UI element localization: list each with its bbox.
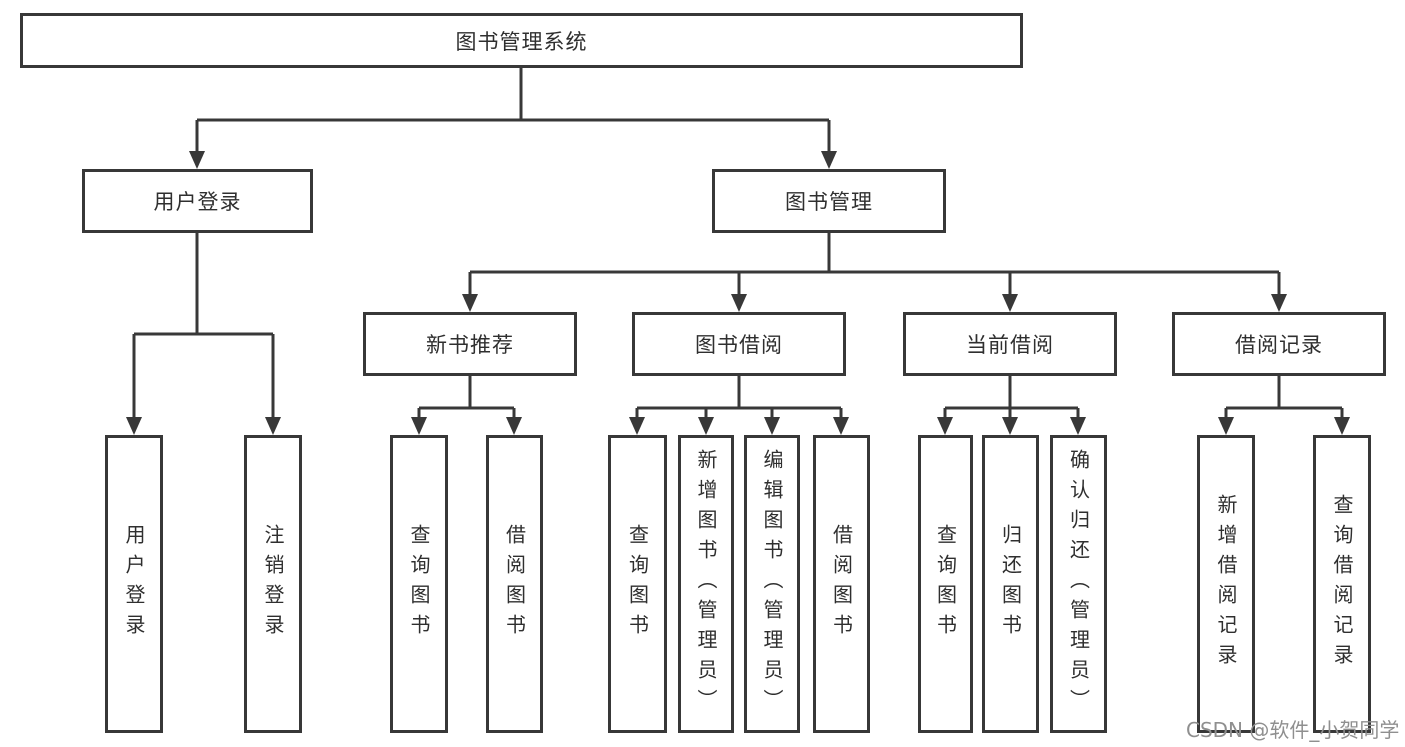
node-current-borrowing: 当前借阅 bbox=[903, 312, 1117, 376]
node-label: 图书借阅 bbox=[695, 333, 783, 357]
node-label: 查询图书 bbox=[933, 524, 958, 644]
node-label: 查询图书 bbox=[407, 524, 431, 644]
leaf-confirm-return-admin: 确认归还（管理员） bbox=[1050, 435, 1107, 733]
leaf-user-login: 用户登录 bbox=[105, 435, 163, 733]
node-label: 借阅图书 bbox=[829, 524, 854, 644]
node-label: 用户登录 bbox=[153, 190, 242, 214]
leaf-borrow-books-recommend: 借阅图书 bbox=[486, 435, 543, 733]
leaf-edit-books-admin: 编辑图书（管理员） bbox=[744, 435, 800, 733]
node-label: 编辑图书（管理员） bbox=[760, 449, 784, 719]
leaf-query-books-recommend: 查询图书 bbox=[390, 435, 448, 733]
node-label: 借阅图书 bbox=[502, 524, 527, 644]
node-library-management-system: 图书管理系统 bbox=[20, 13, 1023, 68]
node-label: 新增图书（管理员） bbox=[694, 449, 718, 719]
leaf-add-borrow-record: 新增借阅记录 bbox=[1197, 435, 1255, 733]
node-new-book-recommend: 新书推荐 bbox=[363, 312, 577, 376]
node-borrowing-records: 借阅记录 bbox=[1172, 312, 1386, 376]
node-label: 确认归还（管理员） bbox=[1066, 449, 1091, 719]
node-label: 新增借阅记录 bbox=[1214, 494, 1238, 674]
node-label: 图书管理系统 bbox=[455, 29, 588, 54]
leaf-logout: 注销登录 bbox=[244, 435, 302, 733]
node-label: 图书管理 bbox=[785, 190, 873, 214]
leaf-borrow-books-borrowing: 借阅图书 bbox=[813, 435, 870, 733]
leaf-add-books-admin: 新增图书（管理员） bbox=[678, 435, 734, 733]
node-book-borrowing: 图书借阅 bbox=[632, 312, 846, 376]
leaf-query-books-borrowing: 查询图书 bbox=[608, 435, 667, 733]
node-label: 注销登录 bbox=[261, 524, 285, 644]
leaf-query-borrow-record: 查询借阅记录 bbox=[1313, 435, 1371, 733]
node-label: 归还图书 bbox=[998, 524, 1023, 644]
node-label: 新书推荐 bbox=[426, 333, 514, 357]
node-label: 用户登录 bbox=[122, 524, 146, 644]
node-book-management: 图书管理 bbox=[712, 169, 946, 233]
node-label: 查询借阅记录 bbox=[1330, 494, 1354, 674]
leaf-query-books-current: 查询图书 bbox=[918, 435, 973, 733]
leaf-return-books: 归还图书 bbox=[982, 435, 1039, 733]
node-user-login: 用户登录 bbox=[82, 169, 313, 233]
node-label: 当前借阅 bbox=[966, 333, 1054, 357]
node-label: 查询图书 bbox=[625, 524, 650, 644]
node-label: 借阅记录 bbox=[1235, 333, 1323, 357]
csdn-watermark: CSDN @软件_小贺同学 bbox=[1186, 718, 1400, 742]
